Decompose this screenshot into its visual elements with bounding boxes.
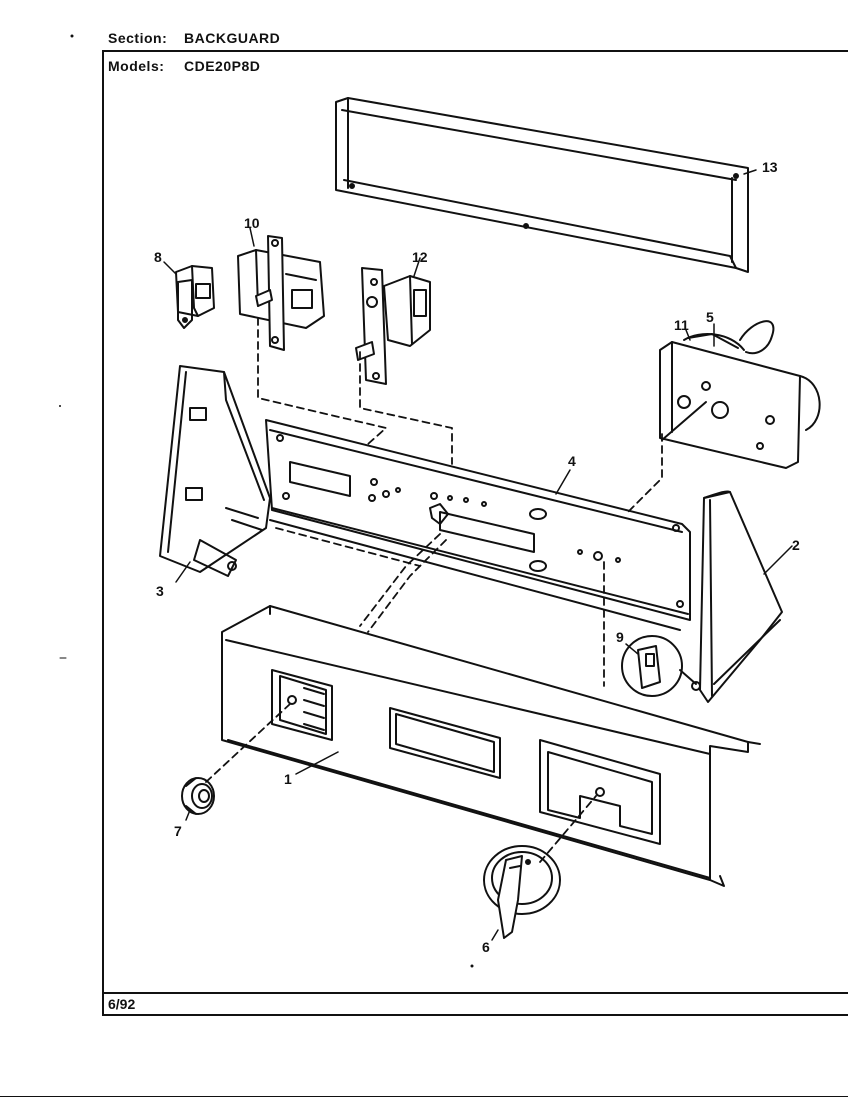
- callout-3: 3: [156, 583, 164, 599]
- section-label: Section:: [108, 30, 168, 46]
- callout-7: 7: [174, 823, 182, 839]
- callout-numbers: 13 10 8 12 11 5 4 2 3 9 1 7 6: [154, 159, 800, 955]
- part-13-trim-panel: [335, 97, 749, 273]
- callout-leaders: [163, 169, 793, 941]
- revision-date: 6/92: [108, 996, 136, 1012]
- part-3-left-end-cap: [159, 365, 271, 577]
- assembly-guide-lines: [205, 317, 663, 863]
- diagram-frame: [102, 50, 848, 1016]
- footer-divider: [102, 992, 848, 994]
- callout-5: 5: [706, 309, 714, 325]
- callout-6: 6: [482, 939, 490, 955]
- callout-8: 8: [154, 249, 162, 265]
- stray-marks: [59, 34, 474, 968]
- page-bottom-rule: [0, 1096, 848, 1097]
- models-row: Models: CDE20P8D: [108, 58, 260, 74]
- callout-9: 9: [616, 629, 624, 645]
- part-2-right-end-cap: [699, 490, 783, 703]
- part-7-small-knob: [181, 777, 215, 815]
- callout-1: 1: [284, 771, 292, 787]
- callout-2: 2: [792, 537, 800, 553]
- part-6-large-knob: [483, 845, 561, 939]
- part-5-timer: [659, 320, 821, 469]
- part-10-switch: [237, 235, 325, 351]
- part-9-switch-detail: [621, 635, 701, 697]
- callout-11: 11: [674, 317, 689, 333]
- callout-12: 12: [412, 249, 428, 265]
- callout-10: 10: [244, 215, 260, 231]
- part-12-switch: [355, 267, 431, 385]
- part-8-relay: [175, 265, 215, 329]
- part-1-control-panel: [221, 605, 761, 887]
- callout-4: 4: [568, 453, 576, 469]
- section-value: BACKGUARD: [184, 30, 281, 46]
- callout-13: 13: [762, 159, 778, 175]
- section-row: Section: BACKGUARD: [108, 30, 280, 46]
- models-value: CDE20P8D: [184, 58, 261, 74]
- part-11-timer-harness: [687, 333, 739, 349]
- part-4-control-panel-bracket: [265, 419, 691, 631]
- models-label: Models:: [108, 58, 165, 74]
